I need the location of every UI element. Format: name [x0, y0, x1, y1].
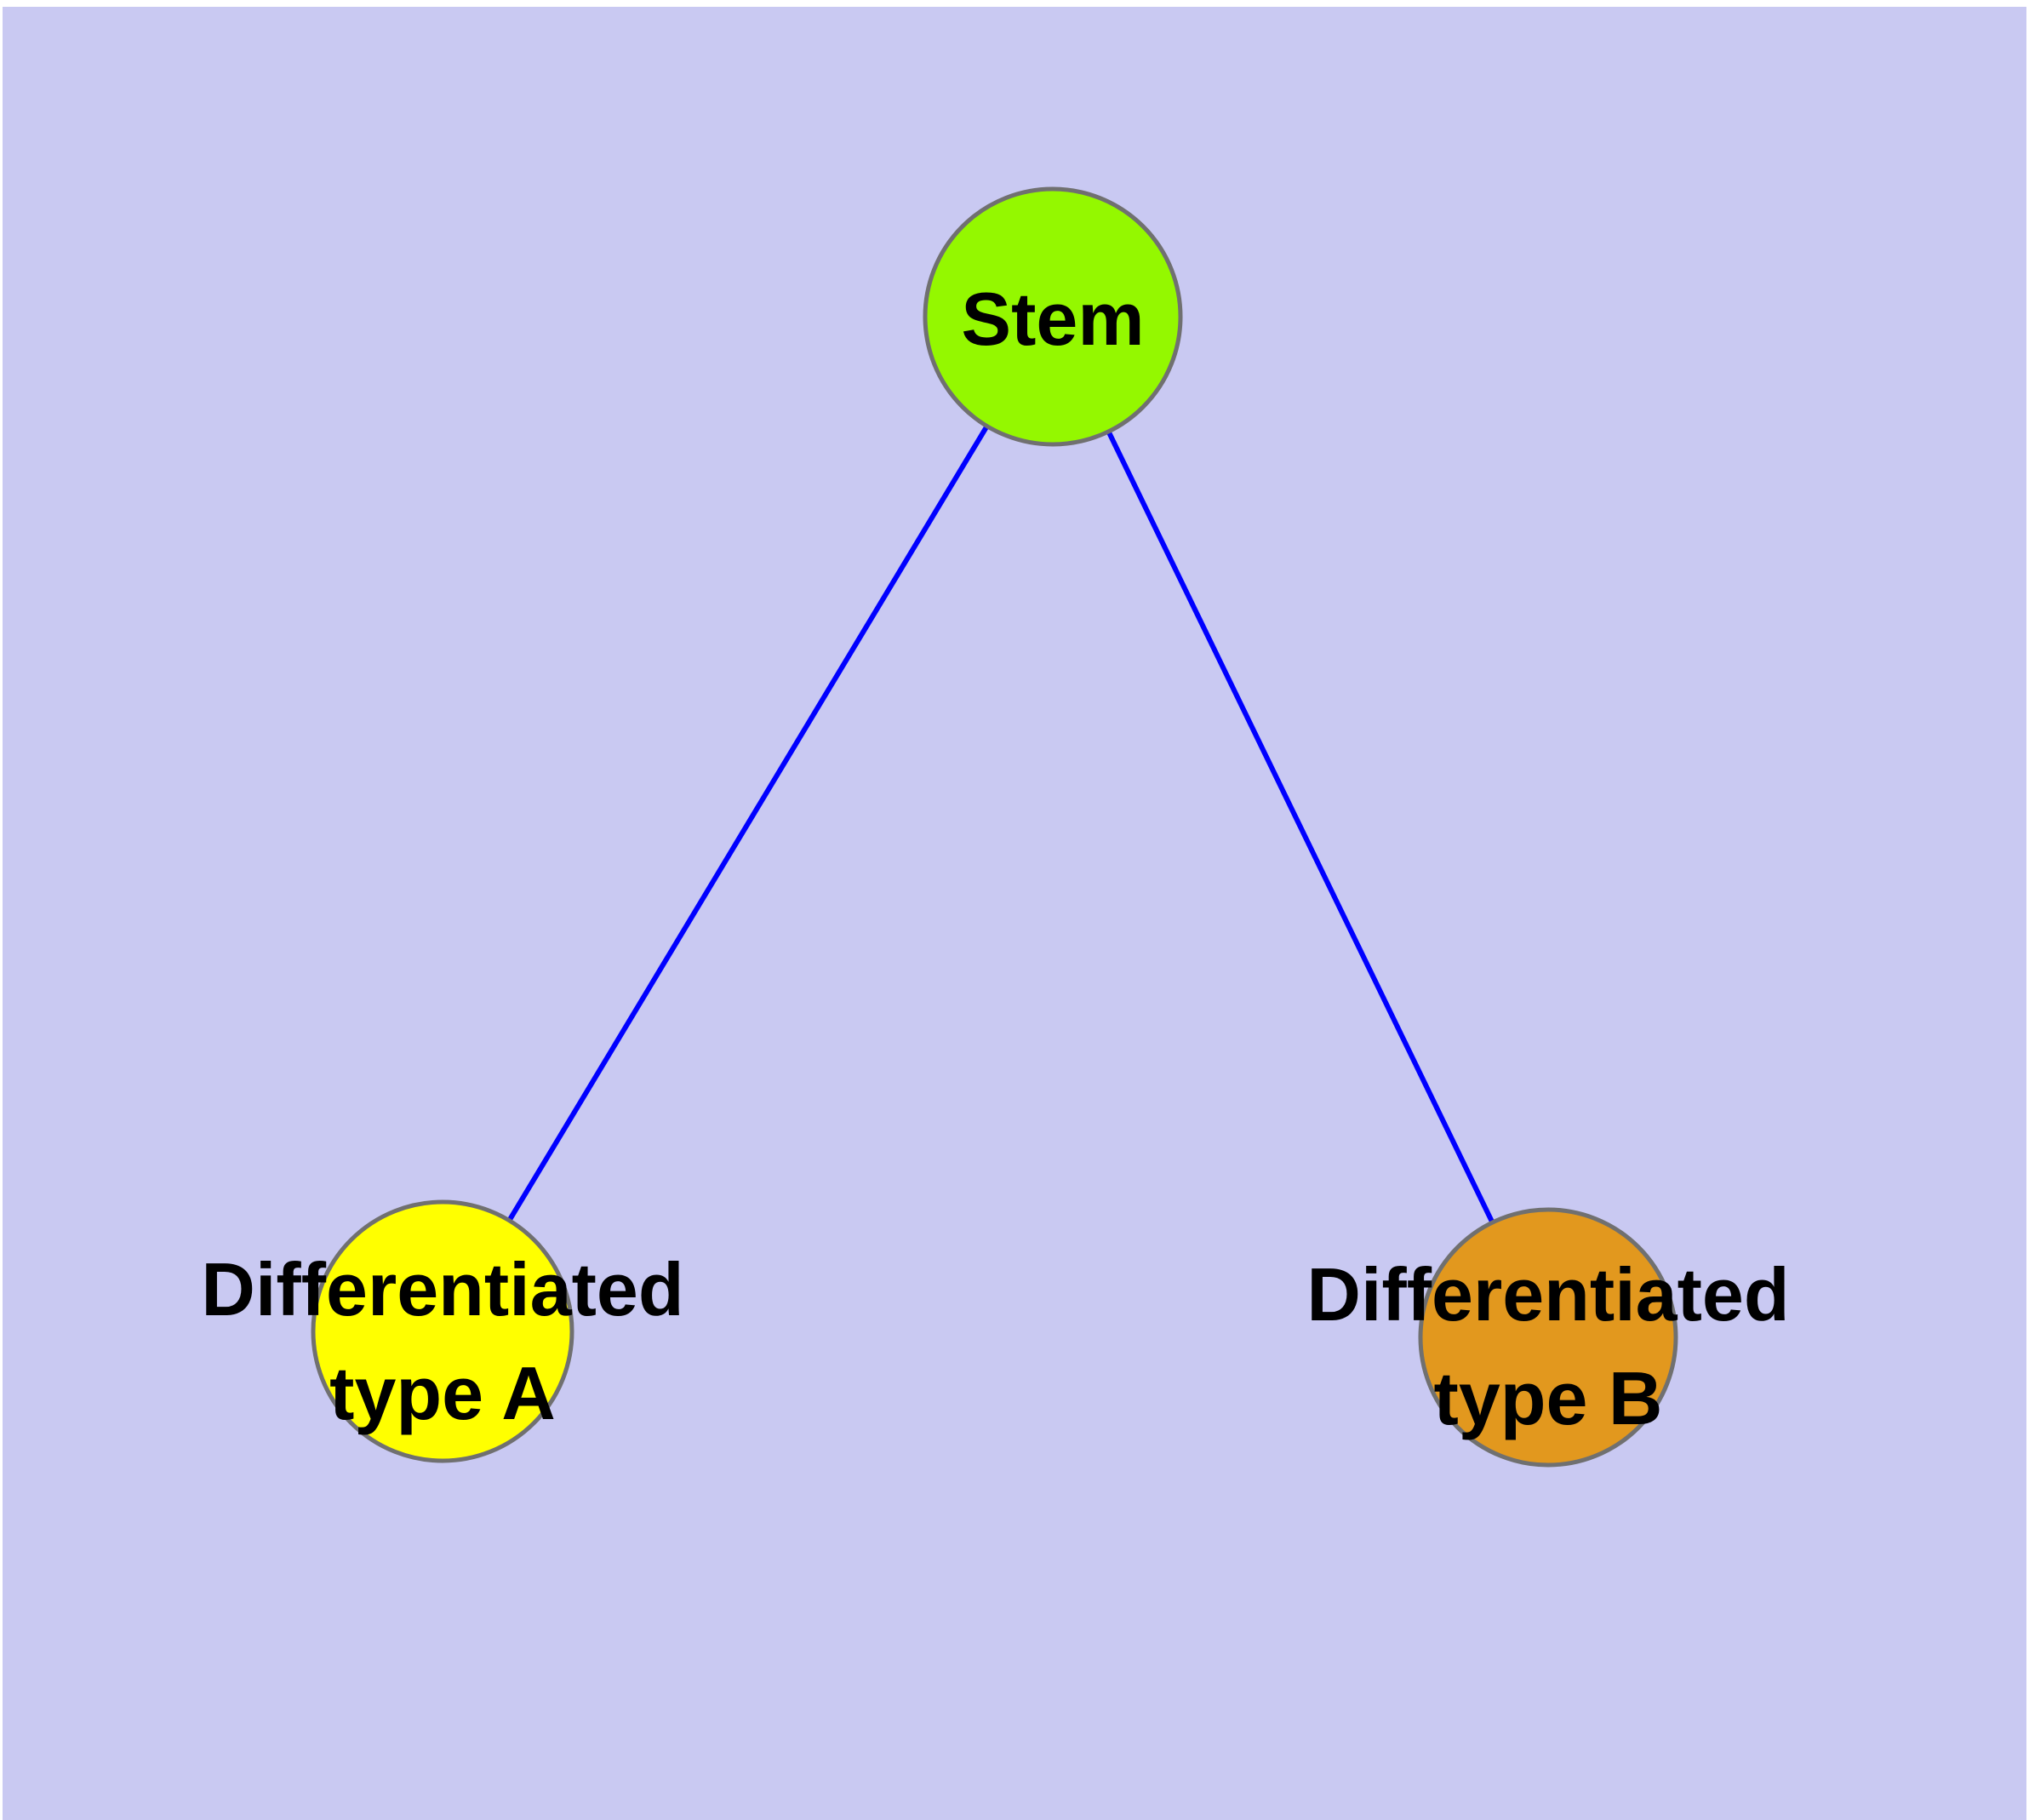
node-stem-label: Stem: [961, 267, 1144, 371]
edge-stem-to-type-b: [1050, 315, 1551, 1339]
node-differentiated-type-b-label: Differentiated type B: [1306, 1243, 1789, 1451]
node-differentiated-type-a-label-line2: type A: [329, 1351, 556, 1435]
node-stem-circle: [923, 186, 1183, 447]
node-differentiated-type-b-circle: [1418, 1207, 1678, 1468]
node-differentiated-type-b-label-line1: Differentiated: [1306, 1252, 1790, 1336]
node-differentiated-type-a-label: Differentiated type A: [201, 1238, 683, 1445]
node-differentiated-type-a-circle: [311, 1199, 574, 1463]
edge-stem-to-type-a: [440, 315, 1055, 1333]
node-stem-label-text: Stem: [961, 277, 1145, 361]
node-differentiated-type-b-label-line2: type B: [1433, 1356, 1663, 1440]
node-differentiated-type-a-label-line1: Differentiated: [201, 1247, 684, 1331]
